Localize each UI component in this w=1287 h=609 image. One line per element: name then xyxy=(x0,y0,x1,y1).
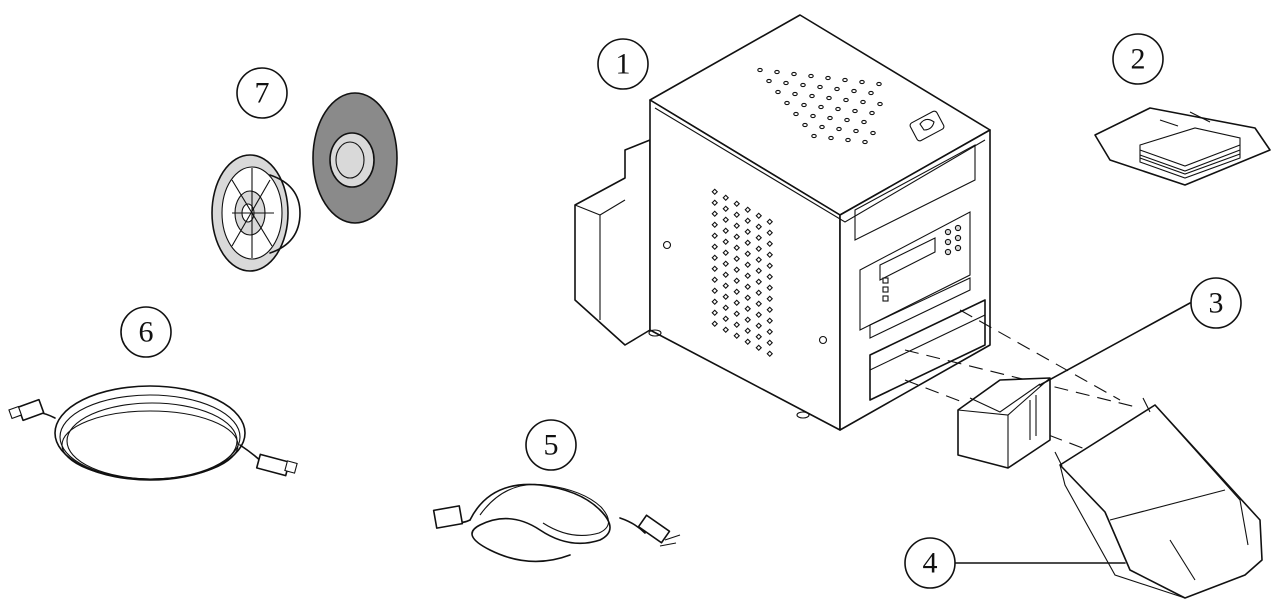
callout-6: 6 xyxy=(120,306,172,358)
printer-illustration xyxy=(574,14,991,431)
callout-5-label: 5 xyxy=(544,429,559,462)
callout-4: 4 xyxy=(904,537,1126,589)
callout-1: 1 xyxy=(597,38,649,90)
callout-4-label: 4 xyxy=(923,547,938,580)
spool-flanges-illustration xyxy=(211,92,398,272)
callout-1-label: 1 xyxy=(616,48,631,81)
power-cord-illustration xyxy=(432,483,681,563)
usb-cable-illustration xyxy=(8,385,298,481)
callout-2: 2 xyxy=(1112,33,1164,85)
output-tray-illustration xyxy=(1054,397,1263,599)
paper-pack-illustration xyxy=(1094,107,1271,186)
callout-5: 5 xyxy=(525,419,577,471)
callout-7: 7 xyxy=(236,67,288,119)
callout-6-label: 6 xyxy=(139,316,154,349)
callout-7-label: 7 xyxy=(255,77,270,110)
paper-guide-illustration xyxy=(957,377,1051,469)
callout-3: 3 xyxy=(1039,277,1242,386)
callout-2-label: 2 xyxy=(1131,43,1146,76)
callout-3-label: 3 xyxy=(1209,287,1224,320)
